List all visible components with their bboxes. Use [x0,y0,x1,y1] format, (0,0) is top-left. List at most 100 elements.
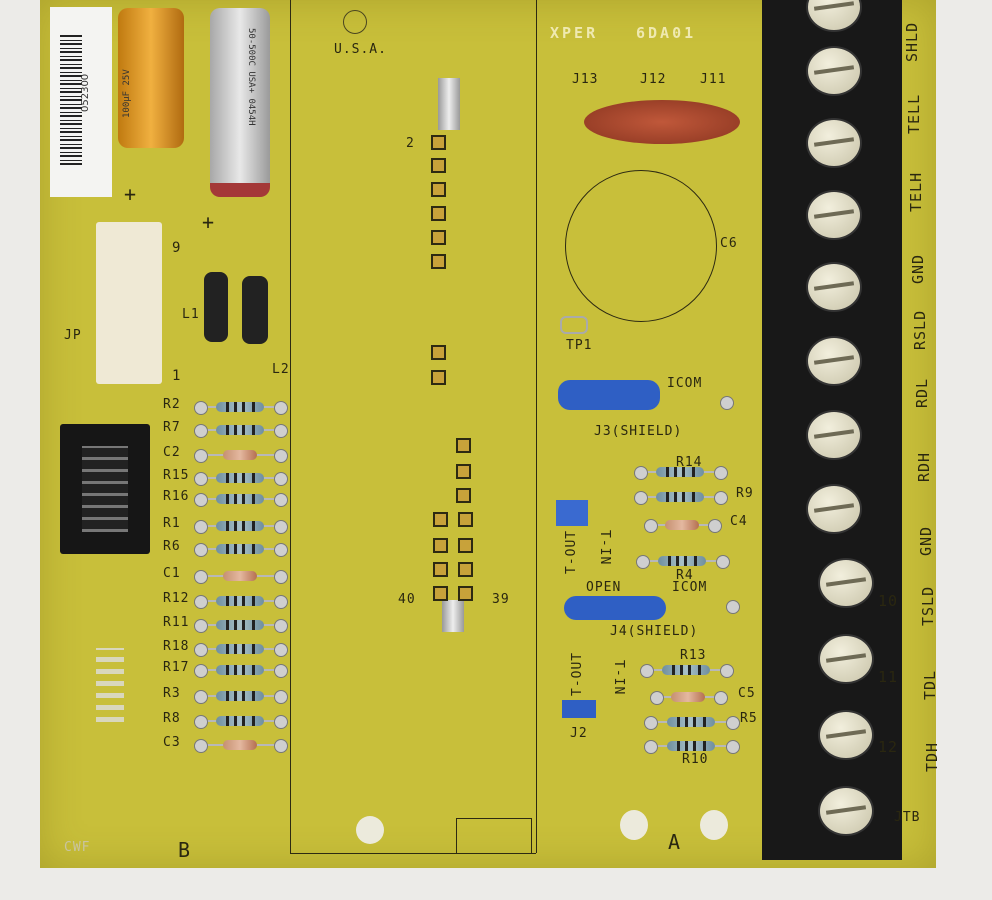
color-band [252,644,255,654]
resistor [216,402,264,412]
color-band [682,467,685,477]
component-label: R15 [163,468,190,483]
color-band [234,665,237,675]
terminal-screw[interactable] [806,190,862,240]
color-band [668,556,671,566]
solder-pad [714,491,728,505]
solder-pad [644,740,658,754]
color-band [242,544,245,554]
header-pad [431,230,446,245]
terminal-screw[interactable] [806,336,862,386]
color-band [242,665,245,675]
color-band [234,402,237,412]
solder-pad [194,690,208,704]
j13-label: J13 [572,72,599,87]
terminal-number: 11 [878,668,899,686]
solder-pad [650,691,664,705]
color-band [680,665,683,675]
component-label: R10 [682,752,709,767]
color-band [252,596,255,606]
terminal-screw[interactable] [818,710,874,760]
icom-label: ICOM [672,580,708,595]
pin-header-small [96,648,124,722]
solder-pad [274,449,288,463]
color-band [674,492,677,502]
color-band [242,494,245,504]
capacitor-marking: 50-500C USA+ 0454H [246,28,256,126]
color-band [242,402,245,412]
component-label: R8 [163,711,181,726]
terminal-screw[interactable] [806,262,862,312]
capacitor [665,520,699,530]
color-band [234,716,237,726]
terminal-label: TELL [905,93,923,134]
solder-pad [274,472,288,486]
electrolytic-capacitor-orange: 100µF 25V [118,8,184,148]
shunt-j3[interactable] [558,380,660,410]
color-band [252,521,255,531]
resistor [656,492,704,502]
header-pad [433,538,448,553]
terminal-screw[interactable] [806,484,862,534]
terminal-label: TELH [907,171,925,212]
shunt-j2[interactable] [562,700,596,718]
solder-pad [194,401,208,415]
capacitor [671,692,705,702]
solder-pad [274,739,288,753]
color-band [685,717,688,727]
component-label: R17 [163,660,190,675]
shunt-j4[interactable] [564,596,666,620]
terminal-number: 12 [878,738,899,756]
j2-label: J2 [570,726,588,741]
color-band [242,716,245,726]
header-pad [433,586,448,601]
color-band [252,691,255,701]
t-in-label: T-IN [611,660,626,696]
terminal-screw[interactable] [806,46,862,96]
header-pad [458,586,473,601]
resistor [216,620,264,630]
terminal-screw[interactable] [806,118,862,168]
test-point-tp1[interactable] [560,316,588,334]
color-band [677,717,680,727]
part-prefix: XPER [550,24,599,42]
jtb-label: JTB [894,810,921,825]
icom-jack[interactable] [726,600,740,614]
terminal-label: GND [917,525,935,556]
shunt-t1[interactable] [556,500,588,526]
solder-pad [194,595,208,609]
terminal-label: GND [909,253,927,284]
mounting-hole [700,810,728,840]
terminal-screw[interactable] [818,786,874,836]
solder-pad [640,664,654,678]
color-band [676,556,679,566]
color-band [234,473,237,483]
component-label: R5 [740,711,758,726]
color-band [234,494,237,504]
terminal-screw[interactable] [818,558,874,608]
color-band [226,402,229,412]
header-pad [433,512,448,527]
color-band [234,620,237,630]
icom-jack[interactable] [720,396,734,410]
resistor [216,473,264,483]
solder-pad [194,619,208,633]
mounting-hole [356,816,384,844]
solder-pad [274,643,288,657]
resistor [216,596,264,606]
color-band [226,596,229,606]
corner-mark: CWF [64,840,91,855]
disc-capacitor [584,100,740,144]
terminal-screw[interactable] [818,634,874,684]
color-band [234,521,237,531]
terminal-label: RDL [913,377,931,408]
solder-pad [644,519,658,533]
solder-pad [194,424,208,438]
solder-pad [274,619,288,633]
solder-pad [714,466,728,480]
terminal-label: TDL [921,669,939,700]
c6-outline [565,170,717,322]
color-band [226,544,229,554]
terminal-screw[interactable] [806,410,862,460]
component-label: R6 [163,539,181,554]
